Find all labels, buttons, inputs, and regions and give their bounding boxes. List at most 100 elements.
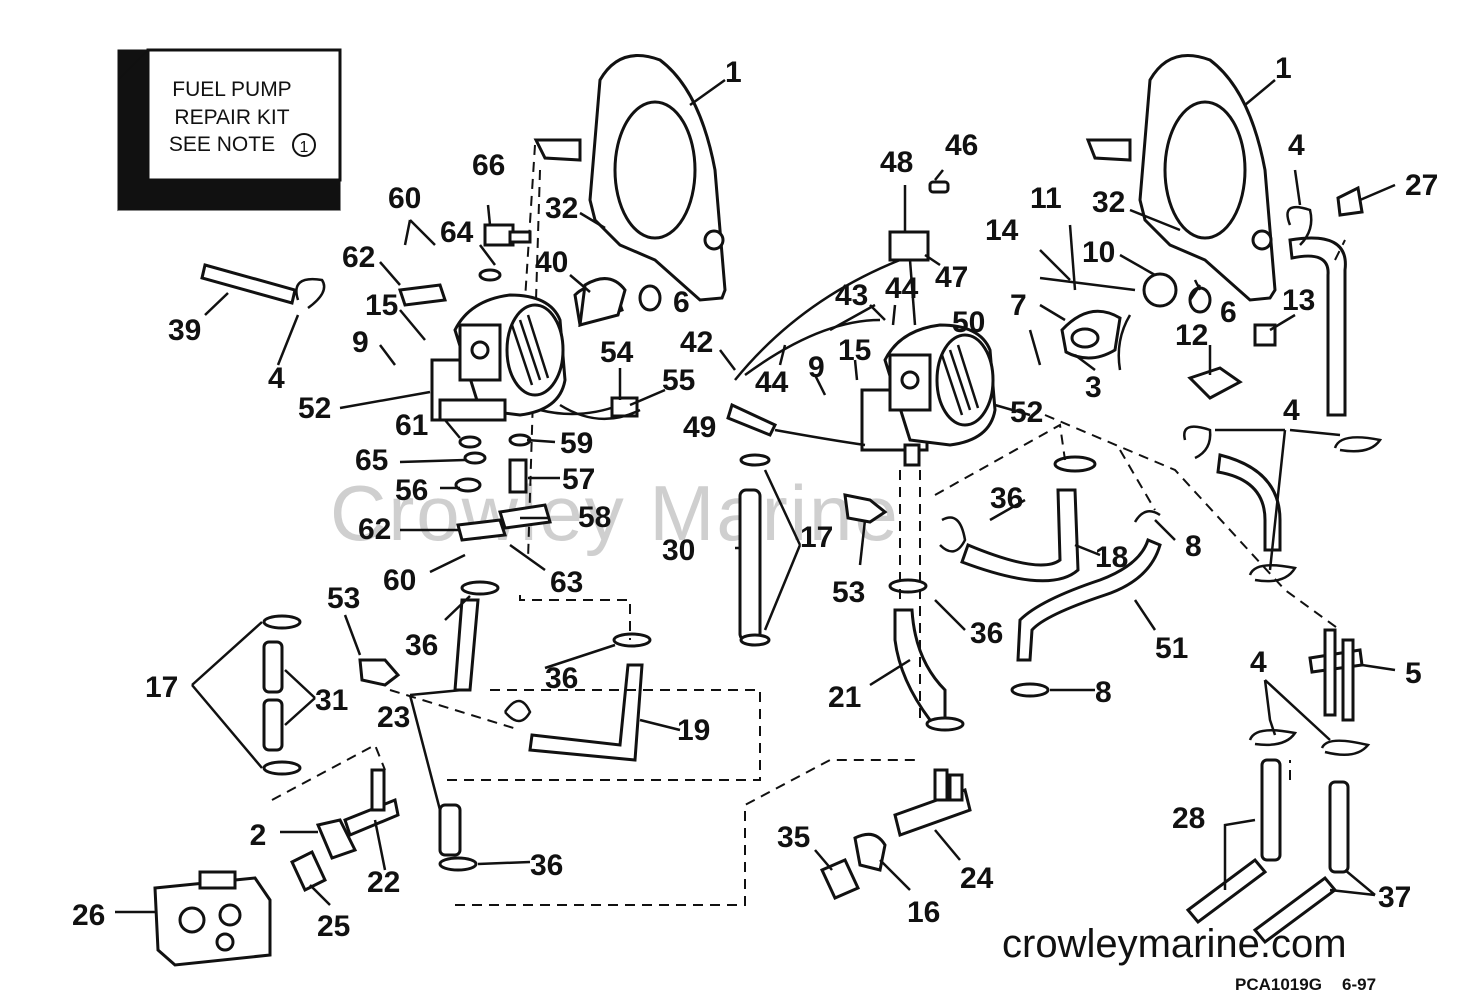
callout-1: 1 [725,56,742,89]
callout-49: 49 [683,411,716,444]
callout-52: 52 [1010,396,1043,429]
callout-4: 4 [1288,129,1305,162]
callout-61: 61 [395,409,428,442]
callout-55: 55 [662,364,695,397]
callout-4: 4 [1283,394,1300,427]
callout-27: 27 [1405,169,1438,202]
callout-42: 42 [680,326,713,359]
callout-40: 40 [535,246,568,279]
callout-7: 7 [1010,289,1027,322]
callout-32: 32 [545,192,578,225]
callout-39: 39 [168,314,201,347]
callout-60: 60 [383,564,416,597]
callout-23: 23 [377,701,410,734]
note-circle [292,133,316,157]
callout-15: 15 [838,334,871,367]
callout-65: 65 [355,444,388,477]
callout-19: 19 [677,714,710,747]
clamps-and-rings [262,205,1383,872]
callout-10: 10 [1082,236,1115,269]
callout-47: 47 [935,261,968,294]
callout-31: 31 [315,684,348,717]
callout-4: 4 [1250,646,1267,679]
callout-52: 52 [298,392,331,425]
callout-9: 9 [352,326,369,359]
callout-46: 46 [945,129,978,162]
repair-kit-box: FUEL PUMP REPAIR KIT SEE NOTE 1 [117,48,342,212]
callout-15: 15 [365,289,398,322]
callout-44: 44 [885,272,919,305]
callout-60: 60 [388,182,421,215]
callout-48: 48 [880,146,913,179]
watermark: Crowley Marine [330,469,900,557]
callout-63: 63 [550,566,583,599]
callout-16: 16 [907,896,940,929]
callout-58: 58 [578,501,611,534]
callout-17: 17 [145,671,178,704]
callout-44: 44 [755,366,789,399]
callout-59: 59 [560,427,593,460]
callout-66: 66 [472,149,505,182]
callout-26: 26 [72,899,105,932]
callout-36: 36 [545,662,578,695]
callout-56: 56 [395,474,428,507]
callout-6: 6 [673,286,690,319]
callout-24: 24 [960,862,994,895]
callout-36: 36 [530,849,563,882]
callout-13: 13 [1282,284,1315,317]
callout-57: 57 [562,463,595,496]
callout-64: 64 [440,216,474,249]
callout-1: 1 [1275,52,1292,85]
callout-18: 18 [1095,541,1128,574]
callout-6: 6 [1220,296,1237,329]
callout-21: 21 [828,681,861,714]
callout-labels: 1 1 2 3 4 4 4 4 5 6 6 7 8 8 9 9 10 11 12… [72,52,1438,943]
kit-line-2: REPAIR KIT [174,106,289,129]
callout-53: 53 [832,576,865,609]
drawing-code: PCA1019G [1235,975,1322,994]
kit-line-3: SEE NOTE [169,133,275,156]
callout-17: 17 [800,521,833,554]
callout-5: 5 [1405,657,1422,690]
callout-43: 43 [835,279,868,312]
fittings [153,180,1364,967]
callout-51: 51 [1155,632,1188,665]
gasket-plate-left [533,54,727,302]
callout-11: 11 [1030,182,1062,215]
callout-62: 62 [358,513,391,546]
gasket-plate-right [1085,54,1277,302]
callout-32: 32 [1092,186,1125,219]
callout-36: 36 [990,482,1023,515]
callout-4: 4 [268,362,285,395]
note-number: 1 [300,139,309,156]
callout-22: 22 [367,866,400,899]
callout-30: 30 [662,534,695,567]
drawing-date: 6-97 [1342,975,1376,994]
kit-line-1: FUEL PUMP [172,78,291,101]
callout-25: 25 [317,910,350,943]
callout-53: 53 [327,582,360,615]
fuel-pump-left [430,284,639,422]
callout-50: 50 [952,306,985,339]
callout-2: 2 [250,819,267,852]
hoses [200,236,1350,945]
callout-35: 35 [777,821,810,854]
callout-12: 12 [1175,319,1208,352]
fuel-pump-right [860,323,997,467]
callout-28: 28 [1172,802,1205,835]
callout-36: 36 [405,629,438,662]
callout-37: 37 [1378,881,1411,914]
callout-14: 14 [985,214,1019,247]
wire-harnesses [734,258,1136,447]
leader-lines [115,78,1396,914]
callout-8: 8 [1095,676,1112,709]
callout-9: 9 [808,351,825,384]
callout-8: 8 [1185,530,1202,563]
website-url: crowleymarine.com [1002,922,1347,966]
callout-54: 54 [600,336,634,369]
callout-3: 3 [1085,371,1102,404]
callout-62: 62 [342,241,375,274]
callout-36: 36 [970,617,1003,650]
